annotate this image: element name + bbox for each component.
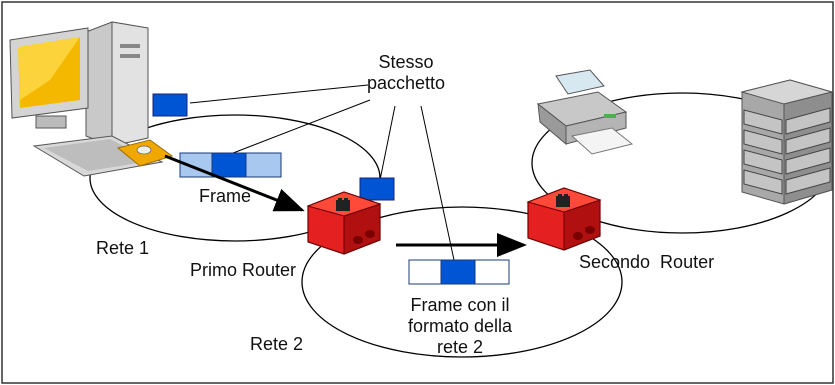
printer-icon — [536, 69, 634, 155]
label-pacchetto: pacchetto — [367, 73, 445, 93]
callout-lines — [189, 84, 455, 261]
desktop-computer-icon — [9, 21, 174, 177]
frame-network1 — [179, 152, 282, 178]
frame-network2 — [408, 259, 510, 285]
label-stesso: Stesso — [378, 52, 433, 72]
label-frame2-line1: Frame con il — [410, 295, 509, 315]
label-primo-router: Primo Router — [190, 260, 296, 280]
server-rack-icon — [740, 79, 834, 205]
network-rete2-ellipse — [301, 206, 623, 358]
label-frame2-line2: formato della — [408, 316, 513, 336]
arrow-to-primo-router — [164, 154, 305, 212]
packet-near-primo-router — [359, 177, 395, 201]
router-icon — [306, 191, 382, 255]
label-frame2-line3: rete 2 — [437, 337, 483, 357]
router-icon — [526, 187, 602, 251]
label-secondo-router: Secondo Router — [579, 252, 714, 272]
label-frame: Frame — [199, 186, 251, 206]
label-rete1: Rete 1 — [96, 238, 149, 258]
label-rete2: Rete 2 — [250, 334, 303, 354]
packet-near-computer — [152, 93, 188, 117]
